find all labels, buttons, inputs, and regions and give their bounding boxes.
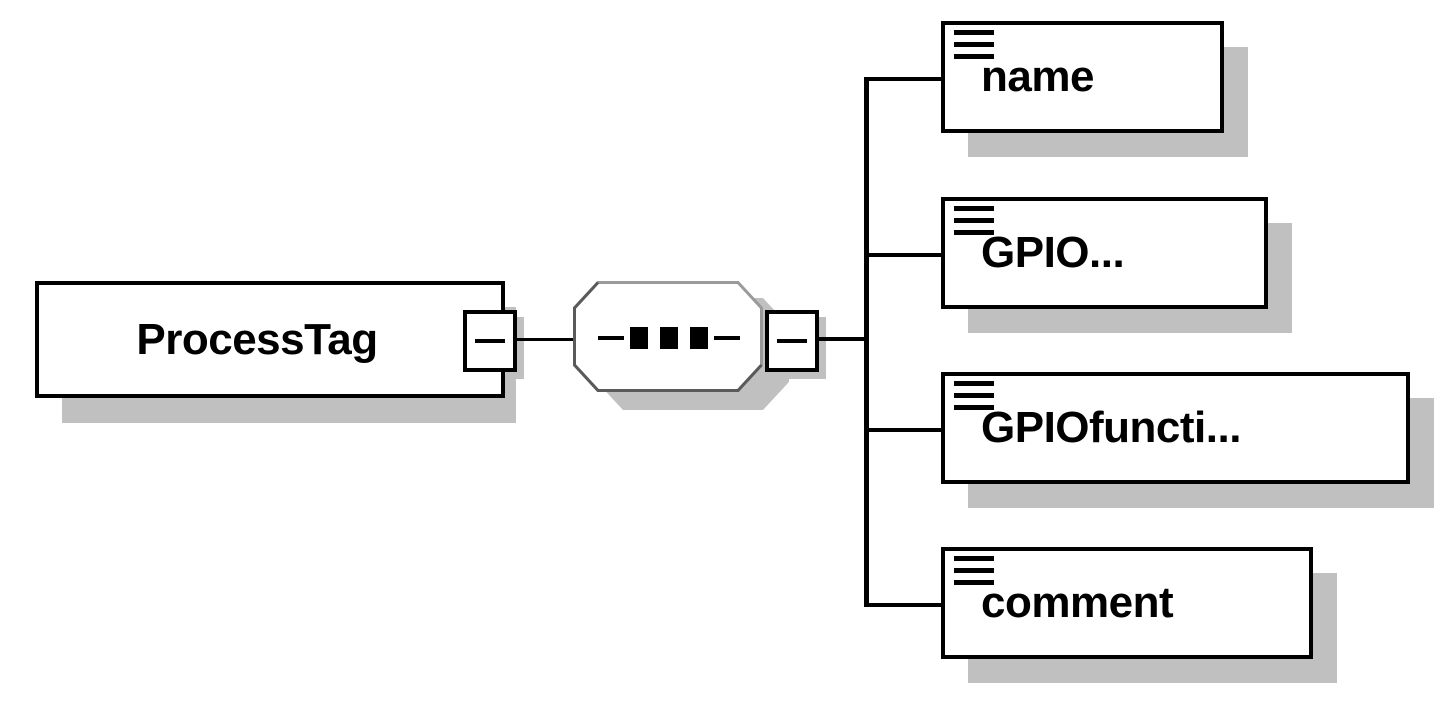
child-element-box-comment[interactable]: comment (941, 547, 1313, 659)
branch-line-child-1 (864, 77, 946, 81)
child-element-box-gpiofunction[interactable]: GPIOfuncti... (941, 372, 1410, 484)
branch-line-child-4 (864, 603, 946, 607)
sequence-dot-2 (659, 327, 679, 349)
child-element-label: comment (981, 578, 1174, 627)
child-element-label: GPIOfuncti... (981, 403, 1241, 452)
element-lines-icon (954, 30, 994, 64)
sequence-dot-3 (690, 327, 709, 349)
minus-icon (475, 339, 505, 343)
element-lines-icon (954, 556, 994, 590)
child-element-box-name[interactable]: name (941, 21, 1224, 133)
root-element-box-processtag[interactable]: ProcessTag (35, 281, 505, 398)
root-collapse-toggle[interactable] (463, 310, 517, 372)
sequence-dot-1 (629, 327, 648, 349)
connector-sequence-to-trunk (818, 337, 868, 341)
branch-line-child-3 (864, 428, 946, 432)
element-lines-icon (954, 381, 994, 415)
connector-root-to-sequence (516, 338, 578, 341)
element-lines-icon (954, 206, 994, 240)
branch-trunk-line (864, 77, 869, 607)
sequence-bar-right (714, 336, 741, 340)
sequence-collapse-toggle[interactable] (765, 310, 819, 372)
branch-line-child-2 (864, 253, 946, 257)
sequence-bar-left (598, 336, 624, 340)
root-element-label: ProcessTag (136, 314, 378, 364)
child-element-box-gpio[interactable]: GPIO... (941, 197, 1268, 309)
child-element-label: name (981, 52, 1094, 101)
sequence-symbol (598, 326, 741, 350)
child-element-label: GPIO... (981, 228, 1125, 277)
minus-icon (777, 339, 807, 343)
